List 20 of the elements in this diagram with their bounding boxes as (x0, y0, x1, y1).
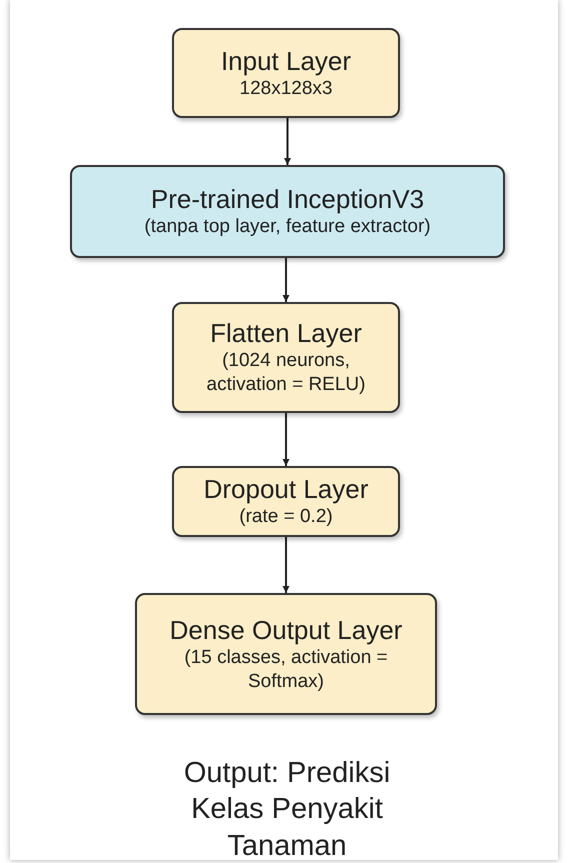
layer-box (172, 28, 400, 118)
layer-detail: (1024 neurons, activation = RELU) (206, 349, 366, 397)
layer-box (70, 165, 505, 258)
layer-detail: (15 classes, activation = Softmax) (183, 646, 389, 694)
layer-detail: (tanpa top layer, feature extractor) (144, 215, 431, 239)
arrow (282, 258, 290, 302)
arrow (282, 537, 290, 593)
arrow (284, 118, 291, 165)
arrow (282, 413, 290, 466)
layer-title: Dense Output Layer (170, 614, 402, 646)
layer-title: Pre-trained InceptionV3 (150, 184, 424, 216)
layer-box (172, 302, 400, 413)
layer-box (172, 466, 400, 537)
layer-title: Input Layer (220, 46, 352, 77)
layer-detail: 128x128x3 (240, 76, 332, 100)
layer-box (135, 593, 437, 715)
layer-detail: (rate = 0.2) (239, 505, 333, 529)
layer-title: Flatten Layer (210, 318, 362, 350)
layer-title: Dropout Layer (204, 474, 368, 506)
output-caption: Output: Prediksi Kelas Penyakit Tanaman (182, 756, 392, 863)
